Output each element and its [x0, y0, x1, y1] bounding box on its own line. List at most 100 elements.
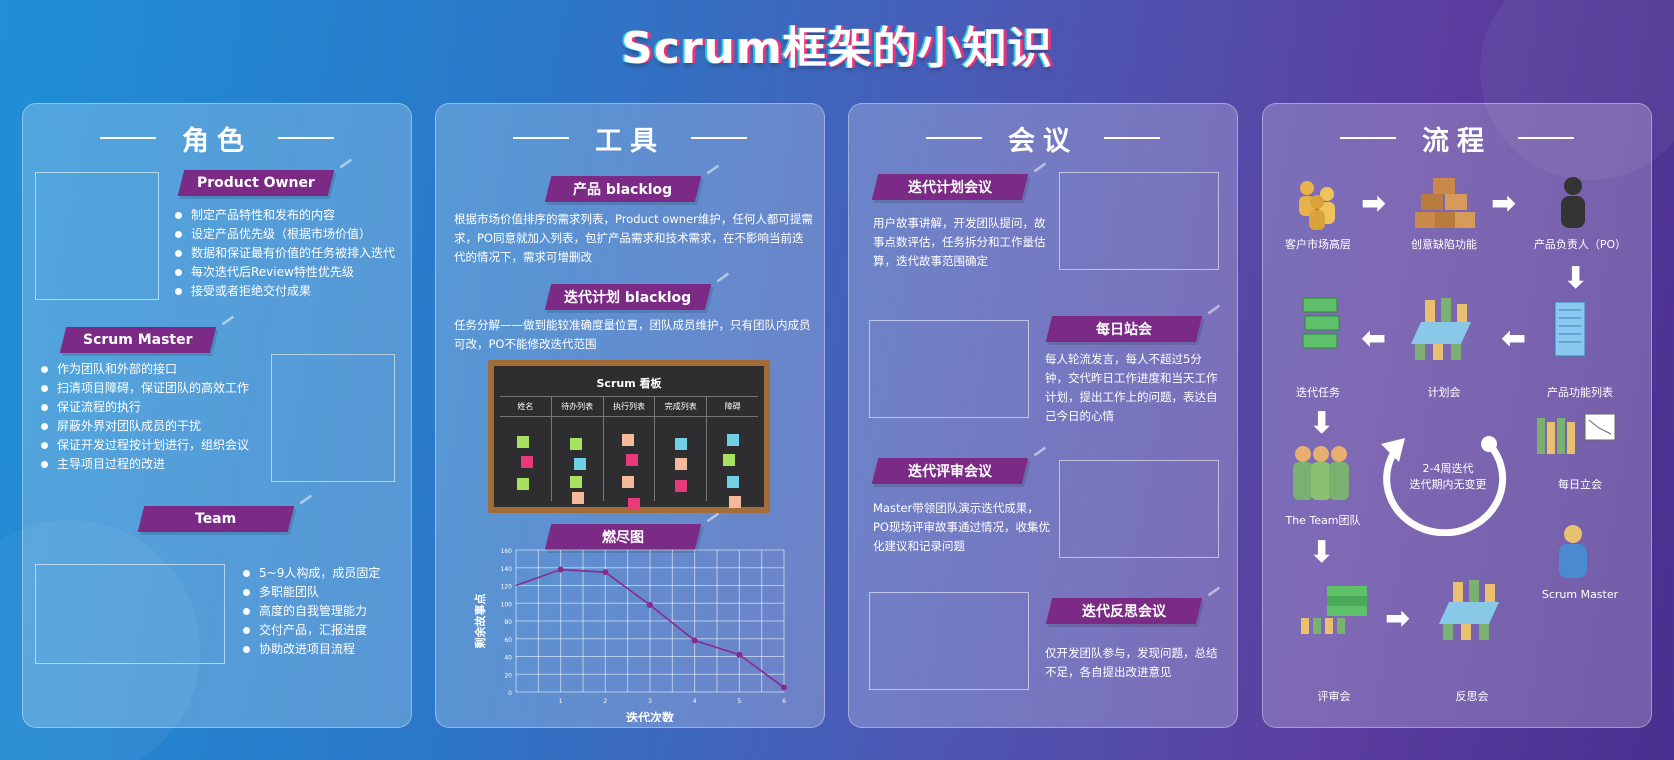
- list-item: 扫清项目障碍，保证团队的高效工作: [41, 379, 249, 398]
- y-tick-label: 160: [501, 548, 513, 555]
- kanban-column: 待办列表: [550, 396, 603, 504]
- kanban-column-header: 完成列表: [655, 396, 707, 417]
- daily-standup-label: 每日站会: [1096, 322, 1152, 338]
- cycle-label-2: 迭代期内无变更: [1409, 478, 1487, 491]
- scrum-master-ribbon: Scrum Master: [59, 327, 217, 353]
- list-item: 制定产品特性和发布的内容: [175, 206, 395, 225]
- retro-meeting-icon: [1439, 580, 1499, 640]
- team-icon: [1293, 446, 1349, 500]
- image-placeholder: [271, 354, 395, 482]
- kanban-column-header: 执行列表: [603, 396, 655, 417]
- list-item: 高度的自我管理能力: [243, 602, 380, 621]
- list-item: 屏蔽外界对团队成员的干扰: [41, 417, 249, 436]
- product-backlog-text: 根据市场价值排序的需求列表，Product owner维护，任何人都可提需求，P…: [454, 212, 813, 264]
- kanban-column-header: 待办列表: [551, 396, 603, 417]
- list-item: 接受或者拒绝交付成果: [175, 282, 395, 301]
- review-meeting-ribbon: 迭代评审会议: [871, 458, 1029, 484]
- team-label: Team: [195, 511, 237, 527]
- kanban-column: 完成列表: [654, 396, 707, 501]
- scrum-master-label: Scrum Master: [83, 332, 193, 348]
- standup-meeting-icon: [1537, 413, 1616, 454]
- y-tick-label: 140: [501, 566, 513, 573]
- product-backlog-ribbon: 产品 blacklog: [544, 176, 702, 202]
- data-point: [647, 602, 653, 609]
- people-group-icon: [1299, 181, 1335, 230]
- kanban-column: 障碍: [706, 396, 758, 508]
- meetings-heading: 会议: [849, 118, 1237, 158]
- review-meeting-label: 迭代评审会议: [908, 464, 992, 480]
- list-item: 交付产品，汇报进度: [243, 621, 380, 640]
- arrow-left-icon: ⬅: [1361, 321, 1387, 356]
- image-placeholder: [1059, 460, 1219, 558]
- data-point: [691, 637, 698, 644]
- y-tick-label: 100: [501, 601, 513, 608]
- kanban-title: Scrum 看板: [596, 377, 662, 390]
- review-meeting-text: Master带领团队演示迭代成果，PO现场评审故事通过情况，收集优化建议和记录问…: [873, 501, 1050, 553]
- sprint-backlog-text: 任务分解——做到能较准确度量位置，团队成员维护，只有团队内成员可改，PO不能修改…: [454, 318, 811, 351]
- arrow-down-icon: ⬇: [1309, 406, 1335, 441]
- product-list-label: 产品功能列表: [1547, 386, 1613, 399]
- boxes-icon: [1415, 178, 1475, 228]
- arrow-right-icon: ➡: [1385, 601, 1411, 636]
- image-placeholder: [1059, 172, 1219, 270]
- y-tick-label: 80: [504, 619, 512, 626]
- kanban-column: 执行列表: [602, 396, 655, 510]
- retro-meeting-ribbon: 迭代反思会议: [1045, 598, 1203, 624]
- document-stack-icon: [1554, 301, 1586, 357]
- image-placeholder: [35, 172, 159, 300]
- planning-label: 计划会: [1427, 386, 1461, 399]
- y-tick-label: 60: [504, 637, 512, 644]
- process-panel: 流程 ➡ ➡ 客户市场高层 创意缺陷功能 产品负责人（PO） ⬇ ⬅ ⬅ 迭代任…: [1262, 103, 1652, 728]
- meeting-table-icon: [1411, 298, 1471, 360]
- kanban-column: 姓名: [500, 396, 551, 501]
- po-label: 产品负责人（PO）: [1533, 238, 1627, 251]
- retro-label: 反思会: [1455, 690, 1489, 703]
- x-tick-label: 4: [693, 698, 697, 705]
- kanban-column-header: 障碍: [707, 396, 758, 417]
- kanban-board: Scrum 看板 姓名 待办列表 执行列表: [488, 360, 770, 513]
- arrow-right-icon: ➡: [1491, 186, 1517, 221]
- arrow-left-icon: ⬅: [1501, 321, 1527, 356]
- features-label: 创意缺陷功能: [1411, 238, 1477, 251]
- list-item: 多职能团队: [243, 583, 380, 602]
- image-placeholder: [869, 320, 1029, 418]
- tools-panel: 工具 产品 blacklog 根据市场价值排序的需求列表，Product own…: [435, 103, 825, 728]
- product-owner-ribbon: Product Owner: [177, 170, 335, 196]
- review-label: 评审会: [1317, 690, 1351, 703]
- data-point: [736, 651, 743, 658]
- scrum-master-label: Scrum Master: [1541, 588, 1619, 601]
- list-item: 协助改进项目流程: [243, 640, 380, 659]
- cycle-label-1: 2-4周迭代: [1422, 462, 1474, 475]
- meetings-heading-text: 会议: [1008, 125, 1078, 157]
- data-point: [602, 569, 609, 576]
- review-meeting-icon: [1301, 586, 1367, 634]
- y-tick-label: 40: [504, 655, 512, 662]
- team-ribbon: Team: [137, 506, 295, 532]
- y-tick-label: 20: [504, 672, 512, 679]
- list-item: 数据和保证最有价值的任务被排入迭代: [175, 244, 395, 263]
- process-heading: 流程: [1263, 118, 1651, 158]
- arrow-down-icon: ⬇: [1563, 261, 1589, 296]
- scrum-master-icon: [1559, 525, 1587, 578]
- sprint-tasks-label: 迭代任务: [1296, 386, 1340, 399]
- cycle-arrow-icon: [1381, 436, 1507, 536]
- tools-heading: 工具: [436, 118, 824, 158]
- kanban-column-header: 姓名: [500, 396, 551, 417]
- team-list: 5~9人构成，成员固定 多职能团队 高度的自我管理能力 交付产品，汇报进度 协助…: [243, 564, 380, 659]
- tools-heading-text: 工具: [595, 125, 665, 157]
- list-item: 每次迭代后Review特性优先级: [175, 263, 395, 282]
- page-title: Scrum框架的小知识: [621, 23, 1053, 74]
- list-item: 设定产品优先级（根据市场价值）: [175, 225, 395, 244]
- list-item: 主导项目过程的改进: [41, 455, 249, 474]
- y-tick-label: 120: [501, 584, 513, 591]
- daily-standup-ribbon: 每日站会: [1045, 316, 1203, 342]
- planning-meeting-ribbon: 迭代计划会议: [871, 174, 1029, 200]
- x-tick-label: 6: [782, 698, 786, 705]
- market-label: 客户市场高层: [1285, 238, 1351, 251]
- product-owner-list: 制定产品特性和发布的内容 设定产品优先级（根据市场价值） 数据和保证最有价值的任…: [175, 206, 395, 301]
- roles-panel: 角色 Product Owner 制定产品特性和发布的内容 设定产品优先级（根据…: [22, 103, 412, 728]
- image-placeholder: [869, 592, 1029, 690]
- x-tick-label: 3: [648, 698, 652, 705]
- planning-meeting-text: 用户故事讲解，开发团队提问，故事点数评估，任务拆分和工作量估算，迭代故事范围确定: [873, 216, 1046, 268]
- product-owner-label: Product Owner: [197, 175, 315, 191]
